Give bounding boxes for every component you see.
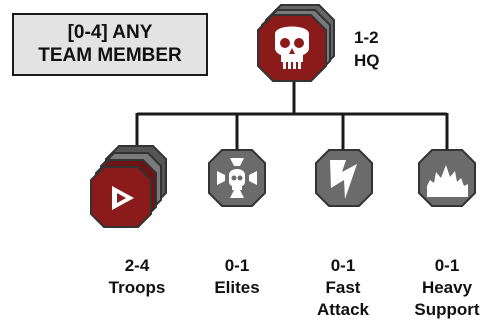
fast-attack-label: 0-1 Fast Attack bbox=[313, 255, 373, 320]
hq-count: 1-2 bbox=[354, 28, 379, 47]
team-member-box: [0-4] ANY TEAM MEMBER bbox=[12, 13, 208, 76]
heavy-support-count: 0-1 bbox=[434, 256, 460, 275]
elites-name: Elites bbox=[214, 277, 260, 297]
fast-attack-name2: Attack bbox=[317, 299, 369, 319]
hq-skull-icon bbox=[257, 4, 335, 82]
troops-label: 2-4 Troops bbox=[107, 255, 167, 299]
team-member-line1: [0-4] ANY bbox=[67, 21, 153, 43]
fast-attack-name: Fast bbox=[325, 277, 361, 297]
hq-label: 1-2 HQ bbox=[354, 27, 380, 73]
heavy-support-explosion-icon bbox=[418, 149, 476, 207]
elites-skull-cross-icon bbox=[208, 149, 266, 207]
heavy-support-name2: Support bbox=[414, 299, 480, 319]
team-member-line2: TEAM MEMBER bbox=[38, 44, 182, 66]
troops-arrow-icon bbox=[90, 145, 167, 228]
heavy-support-label: 0-1 Heavy Support bbox=[407, 255, 483, 320]
fast-attack-lightning-icon bbox=[315, 149, 373, 207]
elites-count: 0-1 bbox=[224, 256, 250, 275]
troops-name: Troops bbox=[108, 277, 166, 297]
fast-attack-count: 0-1 bbox=[330, 256, 356, 275]
hq-name: HQ bbox=[354, 50, 380, 70]
connector-lines bbox=[135, 80, 449, 150]
heavy-support-name: Heavy bbox=[421, 277, 473, 297]
elites-label: 0-1 Elites bbox=[207, 255, 267, 299]
troops-count: 2-4 bbox=[124, 256, 150, 275]
